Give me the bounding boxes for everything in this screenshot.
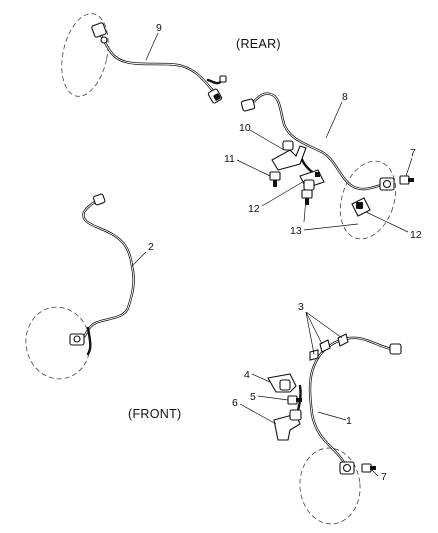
callout-1: 1 xyxy=(346,415,352,427)
bolt-11 xyxy=(269,171,281,187)
front-heading: (FRONT) xyxy=(128,407,181,421)
callout-2: 2 xyxy=(148,241,154,253)
rear-harness-8 xyxy=(240,92,397,240)
bolt-7-rear xyxy=(399,175,414,185)
bolt-5 xyxy=(287,395,302,405)
bolt-13 xyxy=(301,189,313,205)
callout-4: 4 xyxy=(244,369,250,381)
bolt-7-front xyxy=(361,463,376,473)
callout-13: 13 xyxy=(290,225,302,237)
leader-lines xyxy=(131,32,413,477)
callout-11: 11 xyxy=(224,153,235,165)
front-right-sensor-1 xyxy=(294,333,402,525)
callout-6: 6 xyxy=(232,397,238,409)
callout-12-right: 12 xyxy=(410,229,422,241)
callout-8: 8 xyxy=(342,91,348,103)
bracket-6 xyxy=(273,409,302,441)
bracket-4 xyxy=(267,373,297,393)
callout-7-front: 7 xyxy=(381,471,387,483)
front-left-sensor-2 xyxy=(25,193,135,380)
bracket-12-middle xyxy=(299,169,325,191)
callout-3: 3 xyxy=(298,301,304,313)
callout-10: 10 xyxy=(239,122,251,134)
rear-sensor-harness-9 xyxy=(61,13,227,104)
rear-heading: (REAR) xyxy=(236,37,281,51)
callout-12-middle: 12 xyxy=(248,203,260,215)
bracket-10 xyxy=(271,140,307,171)
callout-9: 9 xyxy=(156,22,162,34)
callout-5: 5 xyxy=(250,391,256,403)
sensor-head-rear xyxy=(379,177,395,191)
callout-7-rear: 7 xyxy=(410,147,416,159)
callout-labels: 1 2 3 4 5 6 7 7 8 9 10 11 12 12 13 xyxy=(148,22,422,483)
